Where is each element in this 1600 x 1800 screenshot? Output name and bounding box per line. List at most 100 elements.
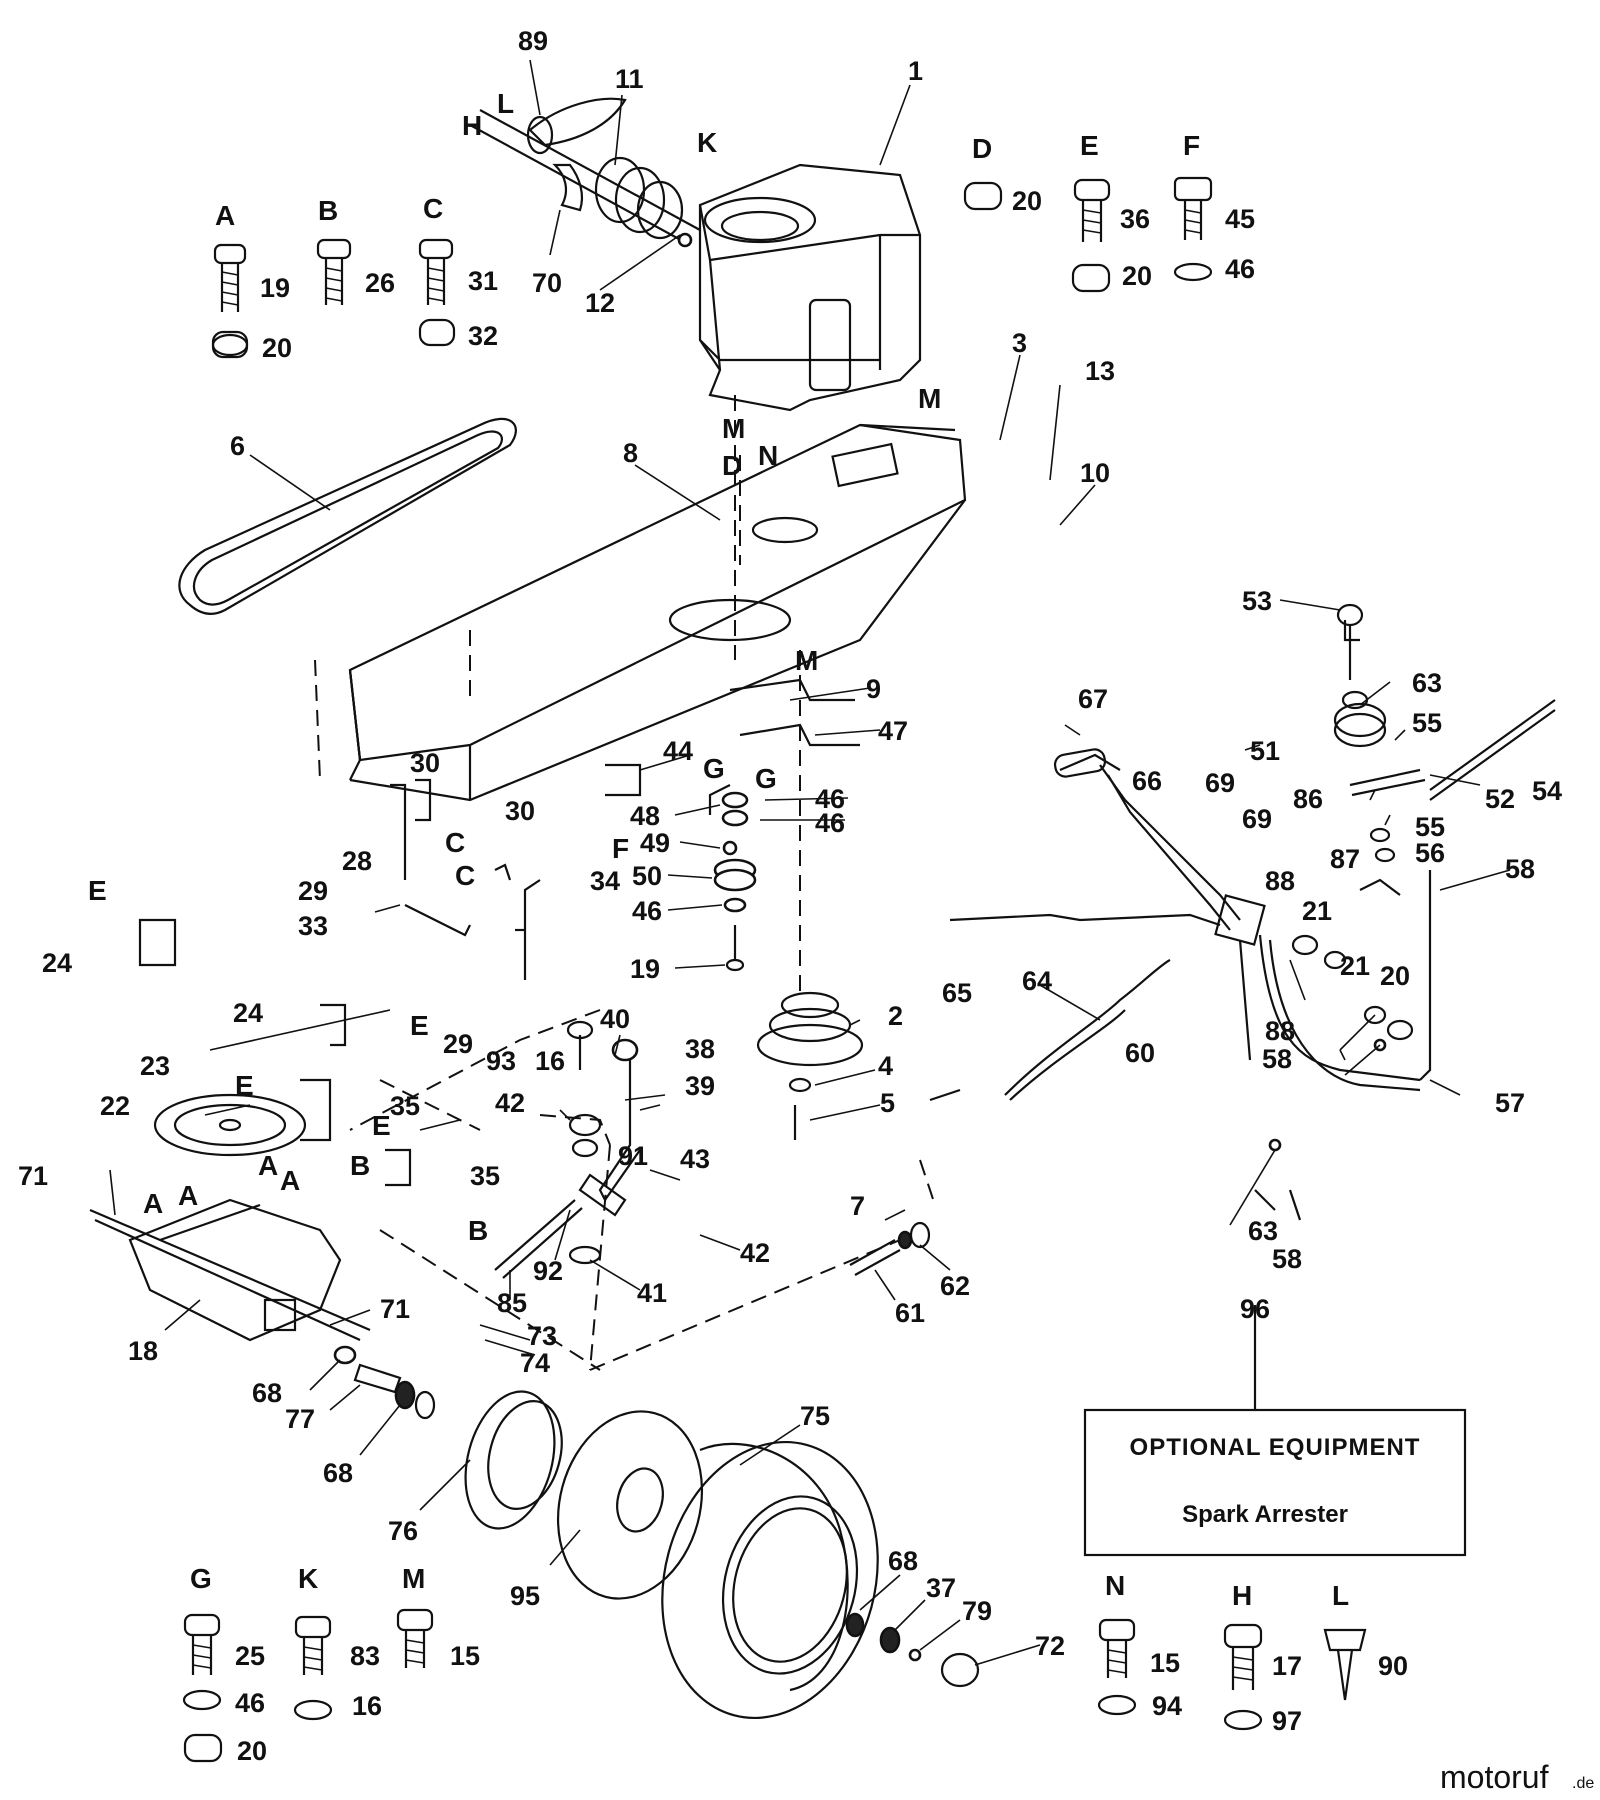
part-label-1: 1 — [908, 56, 923, 86]
part-label-68-a: 68 — [252, 1378, 282, 1408]
drive-belt — [178, 417, 517, 615]
part-label-30-a: 30 — [410, 748, 440, 778]
part-label-79: 79 — [962, 1596, 992, 1626]
connector-letter-c-1: C — [445, 827, 465, 858]
connector-letter-f: F — [612, 833, 629, 864]
part-label-69-a: 69 — [1205, 768, 1235, 798]
part-label-47: 47 — [878, 716, 908, 746]
part-label-11: 11 — [615, 64, 644, 94]
part-label-58-b: 58 — [1262, 1044, 1292, 1074]
connector-letter-e-3: E — [235, 1070, 254, 1101]
part-label-41: 41 — [637, 1278, 667, 1308]
hardware-part-20: 20 — [262, 333, 292, 363]
hardware-part-32: 32 — [468, 321, 498, 351]
connector-letter-k: K — [697, 127, 717, 158]
part-label-73: 73 — [527, 1321, 557, 1351]
hardware-part-19: 19 — [260, 273, 290, 303]
part-label-63-a: 63 — [1412, 668, 1442, 698]
hardware-letter-n: N — [1105, 1570, 1125, 1601]
part-label-42-a: 42 — [495, 1088, 525, 1118]
hardware-part-46-f: 46 — [1225, 254, 1255, 284]
part-label-67: 67 — [1078, 684, 1108, 714]
part-label-60: 60 — [1125, 1038, 1155, 1068]
part-label-70: 70 — [532, 268, 562, 298]
part-label-54: 54 — [1532, 776, 1562, 806]
part-label-76: 76 — [388, 1516, 418, 1546]
hardware-part-25: 25 — [235, 1641, 265, 1671]
connector-letter-b-2: B — [468, 1215, 488, 1246]
hardware-part-46-g: 46 — [235, 1688, 265, 1718]
part-label-35-b: 35 — [470, 1161, 500, 1191]
part-label-95: 95 — [510, 1581, 540, 1611]
part-label-13: 13 — [1085, 356, 1115, 386]
hardware-part-17: 17 — [1272, 1651, 1302, 1681]
linkage-rods — [605, 678, 860, 972]
transaxle — [89, 1198, 436, 1420]
connector-letter-h: H — [462, 110, 482, 141]
connector-letter-e-2: E — [410, 1010, 429, 1041]
hardware-part-90: 90 — [1378, 1651, 1408, 1681]
connector-letter-e-1: E — [88, 875, 107, 906]
part-label-96: 96 — [1240, 1294, 1270, 1324]
hardware-part-83: 83 — [350, 1641, 380, 1671]
hardware-letter-b: B — [318, 195, 338, 226]
connector-letter-n: N — [758, 440, 778, 471]
drawing-lines — [89, 59, 1556, 1763]
connector-letter-a-2: A — [178, 1180, 198, 1211]
connector-letter-e-4: E — [372, 1110, 391, 1141]
part-label-46-c: 46 — [632, 896, 662, 926]
part-label-56: 56 — [1415, 838, 1445, 868]
part-label-93: 93 — [486, 1046, 516, 1076]
leader-lines — [109, 59, 1511, 1666]
hardware-letter-e: E — [1080, 130, 1099, 161]
part-label-46-b: 46 — [815, 808, 845, 838]
part-label-88-b: 88 — [1265, 1016, 1295, 1046]
part-label-7: 7 — [850, 1191, 865, 1221]
hardware-letter-k: K — [298, 1563, 318, 1594]
part-label-30-b: 30 — [505, 796, 535, 826]
wheel — [464, 1390, 980, 1720]
part-label-68-b: 68 — [323, 1458, 353, 1488]
spring — [849, 1221, 931, 1276]
connector-letter-l: L — [497, 88, 514, 119]
part-label-85: 85 — [497, 1288, 527, 1318]
part-label-87: 87 — [1330, 844, 1360, 874]
part-label-35-a: 35 — [390, 1091, 420, 1121]
connector-letter-c-2: C — [455, 860, 475, 891]
hardware-part-31: 31 — [468, 266, 498, 296]
part-label-12: 12 — [585, 288, 615, 318]
part-label-24-b: 24 — [233, 998, 263, 1028]
optional-equipment-box — [1083, 1408, 1467, 1557]
part-label-61: 61 — [895, 1298, 925, 1328]
hardware-legend-shapes — [182, 176, 1367, 1763]
hardware-letter-d: D — [972, 133, 992, 164]
part-label-74: 74 — [520, 1348, 550, 1378]
hardware-letter-m: M — [402, 1563, 425, 1594]
part-label-20-r: 20 — [1380, 961, 1410, 991]
part-label-91: 91 — [618, 1141, 648, 1171]
part-label-2: 2 — [888, 1001, 903, 1031]
part-label-37: 37 — [926, 1573, 956, 1603]
part-label-48: 48 — [630, 801, 660, 831]
part-label-50: 50 — [632, 861, 662, 891]
part-label-28: 28 — [342, 846, 372, 876]
hardware-letter-c: C — [423, 193, 443, 224]
hardware-part-20-d: 20 — [1012, 186, 1042, 216]
part-label-6: 6 — [230, 431, 245, 461]
connector-letter-a-4: A — [280, 1165, 300, 1196]
connector-letter-g-1: G — [703, 753, 725, 784]
control-assembly — [929, 603, 1556, 1221]
part-label-58-a: 58 — [1505, 854, 1535, 884]
part-label-66: 66 — [1132, 766, 1162, 796]
part-label-21-b: 21 — [1340, 951, 1370, 981]
part-label-23: 23 — [140, 1051, 170, 1081]
hardware-letter-l: L — [1332, 1580, 1349, 1611]
part-label-55-b: 55 — [1415, 812, 1445, 842]
part-label-62: 62 — [940, 1271, 970, 1301]
part-label-65: 65 — [942, 978, 972, 1008]
part-label-22: 22 — [100, 1091, 130, 1121]
optional-equipment-title: OPTIONAL EQUIPMENT — [1130, 1434, 1421, 1461]
part-label-18: 18 — [128, 1336, 158, 1366]
part-label-44: 44 — [663, 736, 693, 766]
hardware-part-94: 94 — [1152, 1691, 1182, 1721]
